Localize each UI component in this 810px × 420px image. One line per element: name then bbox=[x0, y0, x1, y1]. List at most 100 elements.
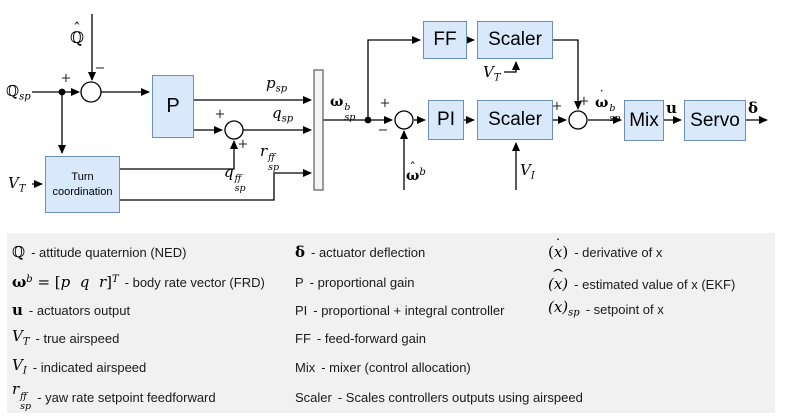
desc-setpoint: - setpoint of x bbox=[585, 301, 664, 317]
diagram-wires bbox=[32, 14, 768, 201]
block-mix-label: Mix bbox=[629, 109, 659, 131]
vt-scaler-sub: T bbox=[493, 72, 501, 84]
sym-quaternion: ℚ bbox=[12, 242, 26, 261]
omegasp-sub: sp bbox=[344, 112, 356, 124]
hat-accent: ˆ bbox=[549, 268, 567, 285]
qhat-base: ℚ bbox=[70, 28, 84, 47]
desc-indicated-airspeed: - indicated airspeed bbox=[32, 359, 147, 375]
sym-x-dot: x bbox=[553, 242, 563, 261]
omegahat-base: ω bbox=[406, 168, 420, 184]
block-ff: FF bbox=[423, 21, 467, 59]
sign-plus-sum2-bottom: + bbox=[237, 137, 249, 152]
vi-base: V bbox=[520, 161, 531, 179]
sign-minus-sum1: − bbox=[94, 61, 106, 76]
vt-scaler-label: VT bbox=[483, 65, 501, 84]
desc-mix: - mixer (control allocation) bbox=[321, 359, 471, 375]
qff-sub: sp bbox=[234, 183, 246, 195]
wire-qff-to-sum2 bbox=[120, 140, 238, 170]
qsp-rate-sub: sp bbox=[281, 113, 294, 125]
legend-item-p-gain: P - proportional gain bbox=[295, 271, 414, 293]
desc-delta: - actuator deflection bbox=[311, 244, 426, 260]
control-block-diagram: P Turn coordination FF Scaler PI Scaler … bbox=[6, 14, 768, 213]
sym-ff: FF bbox=[295, 330, 311, 346]
block-ff-label: FF bbox=[433, 29, 457, 50]
sym-rff-sup: ff bbox=[20, 390, 27, 402]
desc-p-gain: - proportional gain bbox=[309, 274, 415, 290]
vt-base: V bbox=[8, 174, 19, 192]
desc-body-rate: - body rate vector (FRD) bbox=[124, 274, 265, 290]
sym-pi: PI bbox=[295, 302, 308, 318]
sym-vt: V bbox=[12, 326, 23, 345]
sum-junction-ff bbox=[568, 110, 588, 130]
mux-bar bbox=[313, 69, 324, 191]
legend-item-body-rate: ωb = [p q r]T - body rate vector (FRD) bbox=[12, 271, 265, 293]
rff-sup: ff bbox=[268, 152, 275, 164]
sym-scaler: Scaler bbox=[295, 389, 332, 405]
legend-item-true-airspeed: VT - true airspeed bbox=[12, 327, 119, 349]
qff-base: q bbox=[224, 163, 234, 181]
desc-actuators-output: - actuators output bbox=[28, 302, 131, 318]
omegasp-base: ω bbox=[330, 94, 344, 110]
wire-vt-to-scaler1 bbox=[504, 61, 520, 73]
block-pi: PI bbox=[428, 100, 464, 140]
block-servo-label: Servo bbox=[690, 109, 740, 131]
sum-junction-rate bbox=[394, 110, 414, 130]
sign-minus-sum3: − bbox=[377, 123, 389, 138]
sym-eq: = [ bbox=[32, 272, 61, 291]
omegahat-sup: b bbox=[419, 167, 426, 178]
sign-plus-sum4-left: + bbox=[551, 99, 563, 114]
desc-quaternion: - attitude quaternion (NED) bbox=[31, 244, 187, 260]
legend-item-pi: PI - proportional + integral controller bbox=[295, 299, 504, 321]
block-scaler1-label: Scaler bbox=[488, 29, 542, 50]
omegasp-sup: b bbox=[344, 102, 351, 114]
sum-junction-qff bbox=[224, 120, 244, 140]
desc-scaler: - Scales controllers outputs using airsp… bbox=[337, 389, 583, 405]
sign-plus-sum3: + bbox=[379, 96, 391, 111]
psp-sub: sp bbox=[275, 83, 288, 95]
sym-mix: Mix bbox=[295, 359, 316, 375]
block-scaler2-label: Scaler bbox=[488, 109, 542, 130]
desc-derivative: - derivative of x bbox=[574, 244, 663, 260]
sym-vi: V bbox=[12, 355, 23, 374]
sym-vi-sub: I bbox=[22, 365, 27, 377]
legend-item-scaler: Scaler - Scales controllers outputs usin… bbox=[295, 386, 583, 408]
qsp-rate-base: q bbox=[272, 104, 282, 122]
block-scaler-1: Scaler bbox=[477, 21, 553, 59]
sym-x-hat: (x) bbox=[548, 274, 569, 293]
wire-rff-to-mux bbox=[120, 169, 312, 201]
block-scaler-2: Scaler bbox=[477, 100, 553, 140]
legend-item-mix: Mix - mixer (control allocation) bbox=[295, 356, 471, 378]
dot-accent: ˙ bbox=[598, 88, 605, 104]
psp-label: psp bbox=[266, 76, 287, 95]
qff-sup: ff bbox=[234, 173, 242, 185]
branch-dot-qsp bbox=[58, 88, 66, 96]
vt-input-label: VT bbox=[8, 176, 26, 195]
desc-yaw-feedforward: - yaw rate setpoint feedforward bbox=[37, 389, 216, 405]
block-turn-label: Turn coordination bbox=[52, 171, 113, 198]
block-p: P bbox=[152, 75, 194, 138]
qsp-sub: sp bbox=[19, 91, 31, 103]
sum-junction-attitude bbox=[80, 81, 102, 103]
omegadot-sub: sp bbox=[609, 113, 621, 125]
sym-x-sp: (x) bbox=[548, 297, 569, 316]
sym-rff-sub: sp bbox=[20, 400, 32, 412]
qsp-rate-label: qsp bbox=[272, 106, 293, 125]
legend-item-derivative: (˙x) - derivative of x bbox=[548, 237, 663, 263]
block-mix: Mix bbox=[624, 100, 664, 141]
omegadot-base: ω bbox=[595, 95, 609, 111]
sym-p: P bbox=[295, 274, 304, 290]
sign-plus-sum4-top: + bbox=[578, 94, 590, 109]
desc-pi: - proportional + integral controller bbox=[313, 302, 505, 318]
sym-vt-sub: T bbox=[22, 336, 30, 348]
legend-panel: ℚ - attitude quaternion (NED) ωb = [p q … bbox=[7, 233, 775, 413]
branch-dot-omegasp bbox=[364, 116, 372, 124]
legend-item-delta: δ - actuator deflection bbox=[295, 241, 425, 263]
sym-rff: r bbox=[12, 380, 20, 399]
